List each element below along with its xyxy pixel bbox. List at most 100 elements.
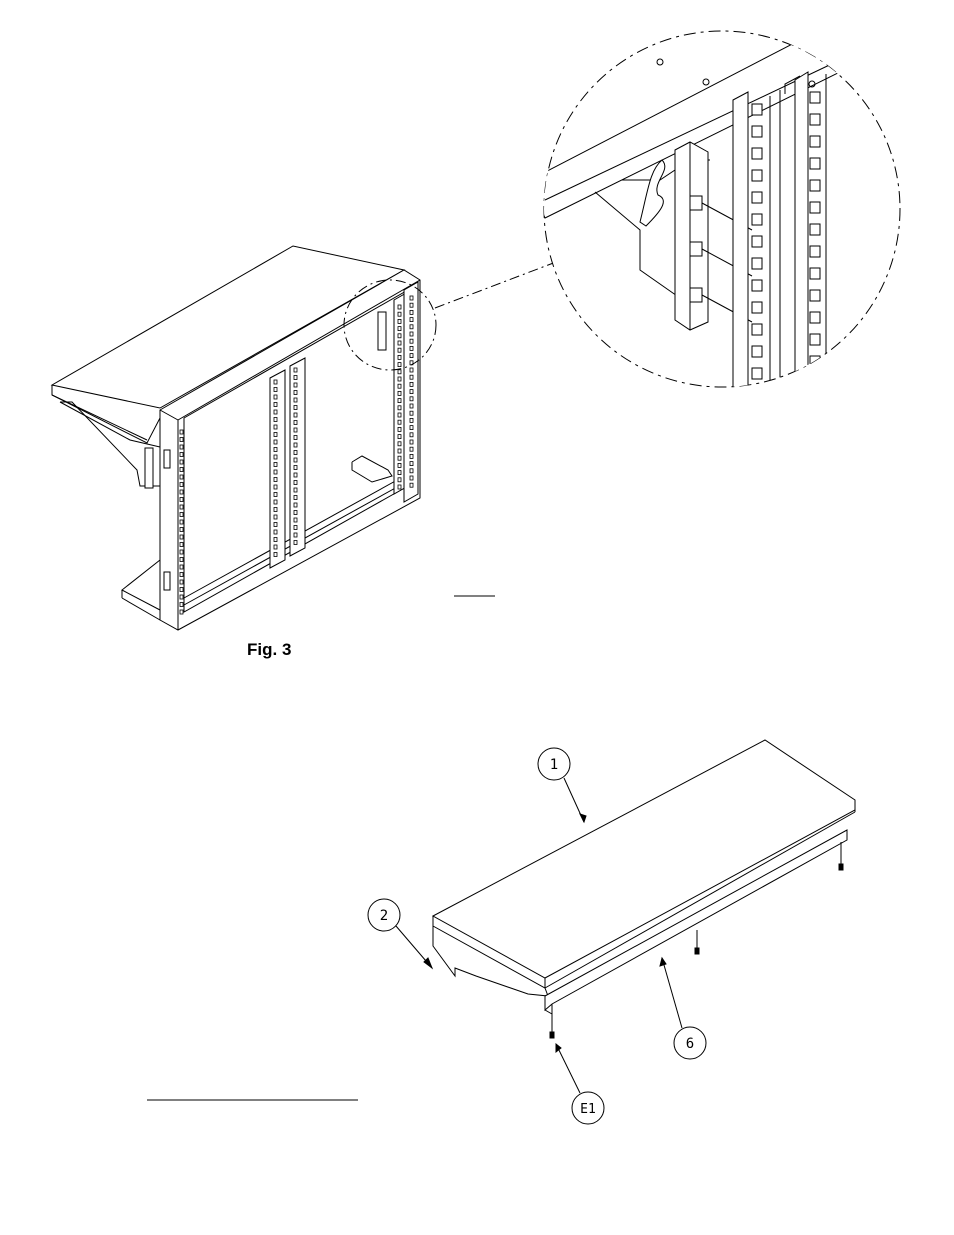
square-hole bbox=[274, 433, 277, 437]
square-hole bbox=[294, 391, 297, 395]
square-hole bbox=[274, 523, 277, 527]
square-hole bbox=[180, 580, 183, 584]
square-hole bbox=[180, 445, 183, 449]
square-hole bbox=[180, 595, 183, 599]
square-hole bbox=[294, 436, 297, 440]
square-hole bbox=[274, 425, 277, 429]
square-hole bbox=[398, 485, 401, 489]
square-hole bbox=[410, 332, 413, 336]
square-hole bbox=[274, 470, 277, 474]
square-hole bbox=[410, 397, 413, 401]
square-hole bbox=[180, 588, 183, 592]
square-hole bbox=[294, 503, 297, 507]
square-hole bbox=[180, 453, 183, 457]
square-hole bbox=[410, 476, 413, 480]
square-hole bbox=[398, 413, 401, 417]
square-hole bbox=[398, 370, 401, 374]
square-hole bbox=[180, 528, 183, 532]
square-hole bbox=[398, 377, 401, 381]
square-hole bbox=[398, 435, 401, 439]
square-hole bbox=[274, 463, 277, 467]
square-hole bbox=[274, 538, 277, 542]
square-hole bbox=[398, 463, 401, 467]
square-hole bbox=[810, 290, 820, 301]
square-hole bbox=[274, 515, 277, 519]
callout-2 bbox=[368, 899, 432, 968]
square-hole bbox=[294, 428, 297, 432]
square-hole bbox=[398, 327, 401, 331]
square-hole bbox=[410, 411, 413, 415]
square-hole bbox=[294, 466, 297, 470]
square-hole bbox=[294, 368, 297, 372]
square-hole bbox=[294, 518, 297, 522]
square-hole bbox=[752, 214, 762, 225]
square-hole bbox=[294, 526, 297, 530]
square-hole bbox=[752, 236, 762, 247]
square-hole bbox=[180, 498, 183, 502]
square-hole bbox=[294, 458, 297, 462]
square-hole bbox=[180, 490, 183, 494]
screw-front bbox=[550, 1014, 554, 1038]
square-hole bbox=[294, 398, 297, 402]
square-hole bbox=[810, 356, 820, 367]
square-hole bbox=[752, 148, 762, 159]
square-hole bbox=[752, 126, 762, 137]
square-hole bbox=[810, 92, 820, 103]
square-hole bbox=[398, 427, 401, 431]
square-hole bbox=[810, 136, 820, 147]
square-hole bbox=[398, 319, 401, 323]
square-hole bbox=[274, 380, 277, 384]
square-hole bbox=[410, 433, 413, 437]
square-hole bbox=[180, 550, 183, 554]
square-hole bbox=[274, 410, 277, 414]
square-hole bbox=[398, 478, 401, 482]
square-hole bbox=[294, 481, 297, 485]
square-hole bbox=[398, 399, 401, 403]
square-hole bbox=[810, 114, 820, 125]
square-hole bbox=[410, 447, 413, 451]
square-hole bbox=[752, 104, 762, 115]
square-hole bbox=[752, 324, 762, 335]
square-hole bbox=[274, 500, 277, 504]
callout-6-label: 6 bbox=[686, 1036, 694, 1052]
handle-lower bbox=[164, 572, 170, 590]
square-hole bbox=[398, 391, 401, 395]
shelf-exploded-view bbox=[368, 740, 855, 1124]
square-hole bbox=[410, 454, 413, 458]
rack-assembly bbox=[52, 246, 556, 630]
square-hole bbox=[752, 302, 762, 313]
callout-E1-label: E1 bbox=[580, 1102, 596, 1117]
callout-1-label: 1 bbox=[550, 757, 558, 773]
square-hole bbox=[810, 202, 820, 213]
square-hole bbox=[274, 553, 277, 557]
square-hole bbox=[274, 403, 277, 407]
square-hole bbox=[752, 258, 762, 269]
square-hole bbox=[410, 368, 413, 372]
square-hole bbox=[410, 354, 413, 358]
square-hole bbox=[410, 469, 413, 473]
square-hole bbox=[398, 442, 401, 446]
square-hole bbox=[180, 475, 183, 479]
square-hole bbox=[410, 375, 413, 379]
square-hole bbox=[398, 406, 401, 410]
square-hole bbox=[410, 310, 413, 314]
square-hole bbox=[180, 603, 183, 607]
square-hole bbox=[810, 246, 820, 257]
square-hole bbox=[410, 339, 413, 343]
square-hole bbox=[810, 224, 820, 235]
callout-1 bbox=[538, 748, 584, 822]
square-hole bbox=[180, 438, 183, 442]
square-hole bbox=[398, 305, 401, 309]
square-hole bbox=[274, 485, 277, 489]
square-hole bbox=[398, 341, 401, 345]
square-hole bbox=[294, 443, 297, 447]
square-hole bbox=[294, 496, 297, 500]
square-hole bbox=[398, 334, 401, 338]
screw-middle bbox=[695, 930, 699, 954]
square-hole bbox=[274, 455, 277, 459]
square-hole bbox=[180, 535, 183, 539]
square-hole bbox=[180, 565, 183, 569]
square-hole bbox=[398, 312, 401, 316]
square-hole bbox=[294, 406, 297, 410]
